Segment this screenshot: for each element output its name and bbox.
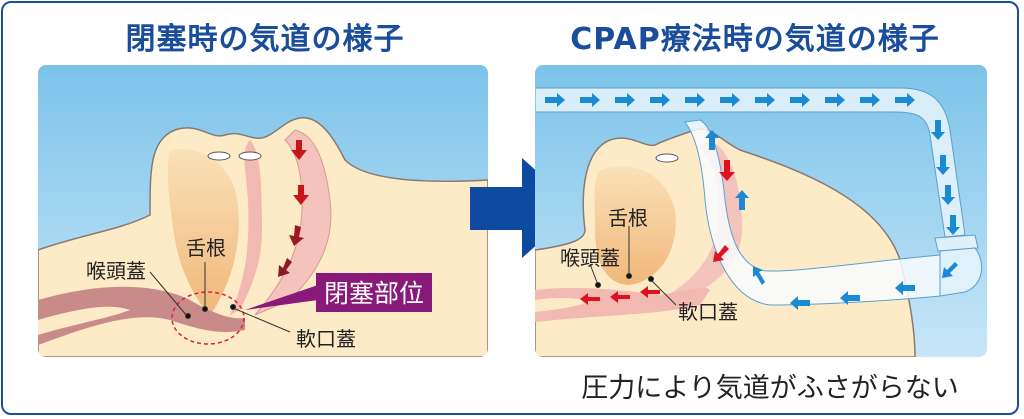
left-pharynx [254,129,332,316]
label-epiglottis: 喉頭蓋 [86,259,146,283]
obstruction-pointer [245,285,318,310]
left-airflow-arrows [278,140,309,277]
left-panel-title: 閉塞時の気道の様子 [125,22,405,57]
right-panel-scene [535,65,987,357]
cpap-caption: 圧力により気道がふさがらない [581,373,959,404]
label-soft-palate: 軟口蓋 [296,327,356,351]
transition-arrow-icon [470,158,578,258]
right-tongue [594,166,676,285]
obstruction-site-badge: 閉塞部位 [316,273,433,312]
right-airway-arrows [580,160,735,305]
left-trachea [38,286,245,345]
right-label-epiglottis: 喉頭蓋 [560,246,620,270]
right-airflow-arrows [545,93,960,310]
right-panel-title: CPAP療法時の気道の様子 [570,22,940,57]
right-trachea [535,287,710,322]
right-label-tongue-root: 舌根 [608,206,648,230]
left-airway [230,140,262,315]
left-tongue [167,149,239,315]
right-label-soft-palate: 軟口蓋 [678,300,738,324]
label-tongue-root: 舌根 [186,236,226,260]
left-panel-scene [38,65,488,357]
obstruction-circle [171,291,245,345]
